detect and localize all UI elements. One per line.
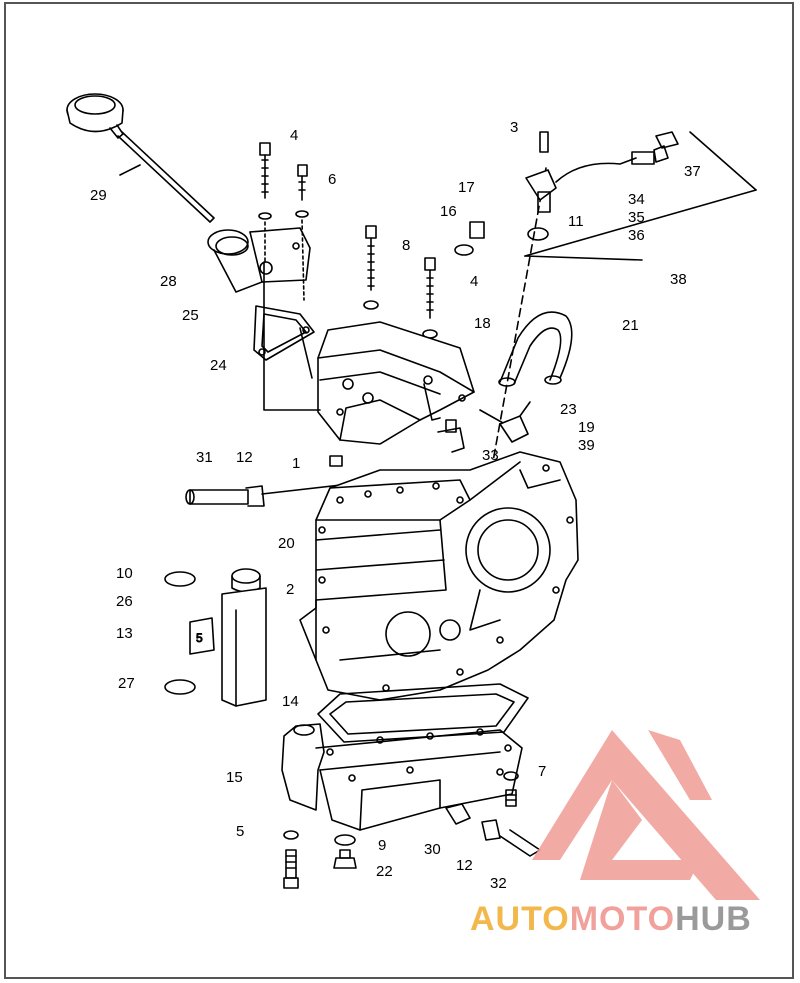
callout-16: 16 (440, 203, 457, 220)
callout-29: 29 (90, 187, 107, 204)
callout-31: 31 (196, 449, 213, 466)
callout-35: 35 (628, 209, 645, 226)
callout-27: 27 (118, 675, 135, 692)
callout-38: 38 (670, 271, 687, 288)
tee-33 (437, 419, 465, 453)
callout-4: 4 (290, 127, 299, 144)
callout-7: 7 (538, 763, 547, 780)
callout-26: 26 (116, 593, 133, 610)
callout-8: 8 (402, 237, 411, 254)
bottom-hardware (283, 771, 541, 889)
callout-2: 2 (286, 581, 295, 598)
callout-17: 17 (458, 179, 475, 196)
callout-24: 24 (210, 357, 227, 374)
leader-lines-top (263, 131, 757, 479)
sensor-assembly (454, 131, 679, 256)
oil-pan (281, 683, 529, 831)
filter-holder: 5 (164, 568, 267, 707)
top-cover (317, 321, 475, 445)
callout-34: 34 (628, 191, 645, 208)
callout-12: 12 (236, 449, 253, 466)
callout-13: 13 (116, 625, 133, 642)
callout-15: 15 (226, 769, 243, 786)
callout-25: 25 (182, 307, 199, 324)
hose-21 (498, 311, 573, 387)
callout-36: 36 (628, 227, 645, 244)
diagram-frame (4, 2, 794, 979)
callout-22: 22 (376, 863, 393, 880)
callout-3: 3 (510, 119, 519, 136)
callout-21: 21 (622, 317, 639, 334)
bolts-middle (363, 225, 438, 339)
callout-12b: 12 (456, 857, 473, 874)
watermark-hub: HUB (675, 900, 752, 938)
gasket-24 (253, 305, 315, 361)
callout-14: 14 (282, 693, 299, 710)
callout-28: 28 (160, 273, 177, 290)
fitting-23 (499, 401, 531, 443)
main-housing (299, 451, 579, 701)
filler-neck (207, 227, 311, 293)
callout-33: 33 (482, 447, 499, 464)
callout-10: 10 (116, 565, 133, 582)
dipstick (66, 93, 215, 223)
callout-11: 11 (568, 213, 584, 230)
callout-20: 20 (278, 535, 295, 552)
callout-39: 39 (578, 437, 595, 454)
callout-5: 5 (236, 823, 245, 840)
callout-23: 23 (560, 401, 577, 418)
watermark-moto: MOTO (569, 900, 676, 938)
watermark-text: AUTOMOTOHUB (470, 900, 752, 940)
svg-text:5: 5 (196, 631, 203, 645)
callout-1: 1 (292, 455, 301, 472)
nut-1 (329, 455, 343, 467)
callout-4b: 4 (470, 273, 479, 290)
callout-37: 37 (684, 163, 701, 180)
callout-6: 6 (328, 171, 337, 188)
watermark-auto: AUTO (470, 900, 570, 938)
watermark-logo (532, 730, 760, 900)
callout-9: 9 (378, 837, 387, 854)
callout-18: 18 (474, 315, 491, 332)
callout-32: 32 (490, 875, 507, 892)
callout-19: 19 (578, 419, 595, 436)
callout-30: 30 (424, 841, 441, 858)
bolts-left (258, 142, 309, 301)
